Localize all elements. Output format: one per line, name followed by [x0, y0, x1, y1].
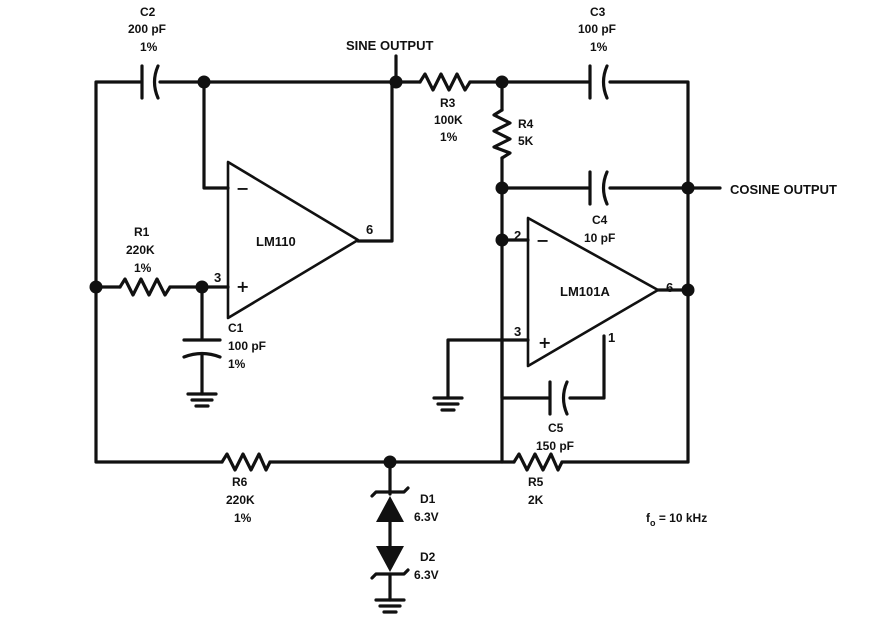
label-r6-tol: 1%	[234, 511, 252, 525]
label-c5-ref: C5	[548, 421, 564, 435]
label-sine-output: SINE OUTPUT	[346, 38, 433, 53]
label-d2-ref: D2	[420, 550, 436, 564]
wires	[94, 54, 722, 602]
label-r6-value: 220K	[226, 493, 255, 507]
ground-symbol-diodes	[374, 598, 406, 614]
junction-dots	[89, 75, 695, 469]
capacitor-c3	[588, 64, 609, 100]
zener-diode-d1	[370, 486, 410, 522]
label-frequency: fo = 10 kHz	[646, 511, 707, 528]
resistor-r5	[512, 452, 564, 472]
resistor-r4	[492, 108, 512, 160]
label-c4-value: 10 pF	[584, 231, 615, 245]
label-r4-ref: R4	[518, 117, 534, 131]
label-r6-ref: R6	[232, 475, 248, 489]
opamp-lm101a-minus: −	[536, 231, 549, 250]
label-c1-tol: 1%	[228, 357, 246, 371]
component-labels: C2 200 pF 1% C3 100 pF 1% R3 100K 1% R4 …	[126, 5, 837, 582]
resistor-r1	[118, 277, 172, 297]
opamp-lm110-name: LM110	[256, 234, 296, 249]
label-d1-ref: D1	[420, 492, 436, 506]
label-r4-value: 5K	[518, 134, 534, 148]
label-r3-ref: R3	[440, 96, 456, 110]
label-r3-value: 100K	[434, 113, 463, 127]
opamp-lm101a-plus: +	[538, 333, 551, 352]
opamp-lm101a-pin6: 6	[666, 280, 673, 295]
label-d1-value: 6.3V	[414, 510, 439, 524]
label-r1-ref: R1	[134, 225, 150, 239]
opamp-lm110-pin3: 3	[214, 270, 221, 285]
capacitor-c1	[182, 338, 222, 359]
label-cosine-output: COSINE OUTPUT	[730, 182, 837, 197]
resistor-r3	[418, 72, 472, 92]
capacitor-c2	[140, 64, 160, 100]
opamp-lm101a-pin2: 2	[514, 228, 521, 243]
label-c2-ref: C2	[140, 5, 156, 19]
zener-diode-d2	[370, 546, 410, 580]
label-d2-value: 6.3V	[414, 568, 439, 582]
label-c3-ref: C3	[590, 5, 606, 19]
label-r3-tol: 1%	[440, 130, 458, 144]
opamp-lm101a: − + LM101A 2 3 6 1	[514, 216, 673, 368]
opamp-lm110-minus: −	[236, 179, 249, 198]
opamp-lm101a-name: LM101A	[560, 284, 610, 299]
opamp-lm110: − + LM110 6 3	[214, 160, 373, 320]
opamp-lm110-pin6: 6	[366, 222, 373, 237]
opamp-lm110-plus: +	[236, 277, 249, 296]
capacitor-c4	[588, 170, 609, 206]
label-c5-value: 150 pF	[536, 439, 574, 453]
label-c2-value: 200 pF	[128, 22, 166, 36]
resistor-r6	[220, 452, 272, 472]
label-c1-value: 100 pF	[228, 339, 266, 353]
label-c4-ref: C4	[592, 213, 608, 227]
capacitor-c5	[548, 380, 569, 416]
ground-symbol-opamp2	[432, 396, 464, 412]
label-r5-value: 2K	[528, 493, 544, 507]
label-c1-ref: C1	[228, 321, 244, 335]
label-r5-ref: R5	[528, 475, 544, 489]
ground-symbol-c1	[186, 392, 218, 408]
label-c3-tol: 1%	[590, 40, 608, 54]
opamp-lm101a-pin1: 1	[608, 330, 615, 345]
opamp-lm101a-pin3: 3	[514, 324, 521, 339]
label-r1-value: 220K	[126, 243, 155, 257]
label-c2-tol: 1%	[140, 40, 158, 54]
label-c3-value: 100 pF	[578, 22, 616, 36]
label-r1-tol: 1%	[134, 261, 152, 275]
